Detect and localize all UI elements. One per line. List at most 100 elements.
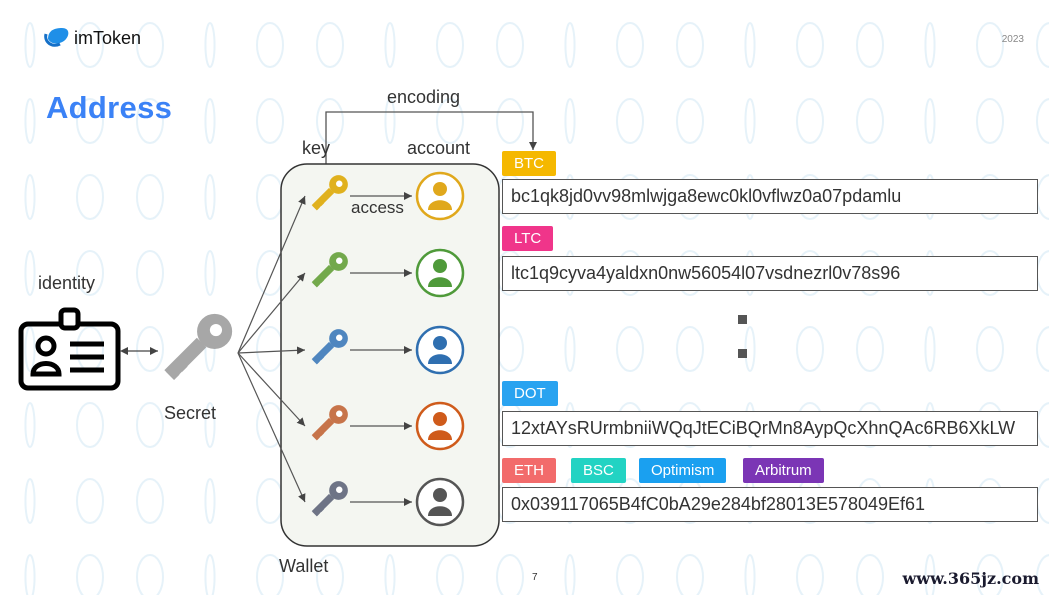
- bg-coin: [76, 174, 104, 220]
- bg-coin: [1036, 22, 1049, 68]
- bg-coin: [316, 554, 344, 595]
- bg-coin: [1036, 554, 1049, 595]
- bg-coin: [76, 22, 104, 68]
- key-icon: [311, 481, 348, 517]
- optimism-chip: Optimism: [639, 458, 727, 483]
- bg-coin: [616, 326, 644, 372]
- bg-coin: [976, 554, 1004, 595]
- secret-label: Secret: [164, 403, 217, 423]
- bg-coin: [76, 98, 104, 144]
- ltc-address: ltc1q9cyva4yaldxn0nw56054l07vsdnezrl0v78…: [502, 256, 1038, 291]
- bg-coin: [856, 22, 884, 68]
- account-icon: [415, 171, 465, 221]
- bg-coin: [24, 478, 36, 524]
- bg-coin: [136, 22, 164, 68]
- key-icon: [311, 329, 348, 365]
- key-icon: [311, 175, 348, 211]
- account-icon: [415, 477, 465, 527]
- bg-coin: [976, 326, 1004, 372]
- bg-coin: [76, 250, 104, 296]
- bg-coin: [796, 22, 824, 68]
- bg-coin: [204, 250, 216, 296]
- watermark: www.365jz.com: [902, 569, 1039, 588]
- bg-coin: [204, 22, 216, 68]
- btc-chip: BTC: [502, 151, 556, 176]
- bg-coin: [564, 554, 576, 595]
- ellipsis-dot: [738, 349, 747, 358]
- bg-coin: [24, 98, 36, 144]
- bg-coin: [204, 478, 216, 524]
- bsc-chip: BSC: [571, 458, 626, 483]
- bg-coin: [676, 554, 704, 595]
- arbitrum-chip: Arbitrum: [743, 458, 824, 483]
- ellipsis-dot: [738, 315, 747, 324]
- bg-coin: [796, 98, 824, 144]
- derivation-arrow: [237, 352, 306, 503]
- page-title: Address: [46, 90, 173, 125]
- key-icon: [311, 252, 348, 288]
- bg-coin: [496, 98, 524, 144]
- bg-coin: [496, 554, 524, 595]
- ltc-chip: LTC: [502, 226, 554, 251]
- eth-chip: ETH: [502, 458, 556, 483]
- derivation-arrow: [237, 346, 306, 355]
- bg-coin: [496, 22, 524, 68]
- identity-card-icon: [18, 307, 121, 391]
- btc-address: bc1qk8jd0vv98mlwjga8ewc0kl0vflwz0a07pdam…: [502, 179, 1038, 214]
- bg-coin: [924, 554, 936, 595]
- bg-coin: [976, 98, 1004, 144]
- bg-coin: [24, 326, 36, 372]
- key-label: key: [302, 138, 331, 158]
- bg-coin: [316, 98, 344, 144]
- bg-coin: [24, 174, 36, 220]
- bg-coin: [256, 22, 284, 68]
- brand-name: imToken: [74, 28, 142, 48]
- bg-coin: [76, 478, 104, 524]
- bg-coin: [616, 98, 644, 144]
- bg-coin: [76, 554, 104, 595]
- bg-coin: [744, 98, 756, 144]
- bg-coin: [136, 174, 164, 220]
- bg-coin: [744, 22, 756, 68]
- bg-coin: [204, 174, 216, 220]
- bg-coin: [924, 326, 936, 372]
- dot-chip: DOT: [502, 381, 558, 406]
- encoding-label: encoding: [387, 87, 461, 107]
- bg-coin: [256, 98, 284, 144]
- bg-coin: [676, 98, 704, 144]
- access-label: access: [351, 198, 404, 217]
- account-icon: [415, 248, 465, 298]
- bg-coin: [564, 98, 576, 144]
- bg-coin: [316, 22, 344, 68]
- bg-coin: [856, 326, 884, 372]
- bg-coin: [924, 22, 936, 68]
- bg-coin: [856, 554, 884, 595]
- bg-coin: [564, 326, 576, 372]
- year-label: 2023: [1001, 34, 1024, 45]
- account-label: account: [407, 138, 471, 158]
- bg-coin: [976, 22, 1004, 68]
- page-number: 7: [532, 572, 538, 583]
- bg-coin: [436, 554, 464, 595]
- bg-coin: [204, 98, 216, 144]
- wallet-label: Wallet: [279, 556, 329, 576]
- bg-coin: [136, 250, 164, 296]
- bg-coin: [676, 326, 704, 372]
- evm-address: 0x039117065B4fC0bA29e284bf28013E578049Ef…: [502, 487, 1038, 522]
- derivation-arrow: [237, 272, 306, 354]
- encoding-arrow: [325, 111, 537, 170]
- wallet-box: [280, 163, 500, 547]
- bg-coin: [1036, 98, 1049, 144]
- bg-coin: [204, 554, 216, 595]
- bg-coin: [924, 98, 936, 144]
- bg-coin: [76, 402, 104, 448]
- bg-coin: [796, 326, 824, 372]
- account-icon: [415, 401, 465, 451]
- bg-coin: [384, 98, 396, 144]
- derivation-arrow: [237, 195, 306, 354]
- bg-coin: [564, 22, 576, 68]
- bg-coin: [744, 554, 756, 595]
- account-icon: [415, 325, 465, 375]
- bg-coin: [136, 554, 164, 595]
